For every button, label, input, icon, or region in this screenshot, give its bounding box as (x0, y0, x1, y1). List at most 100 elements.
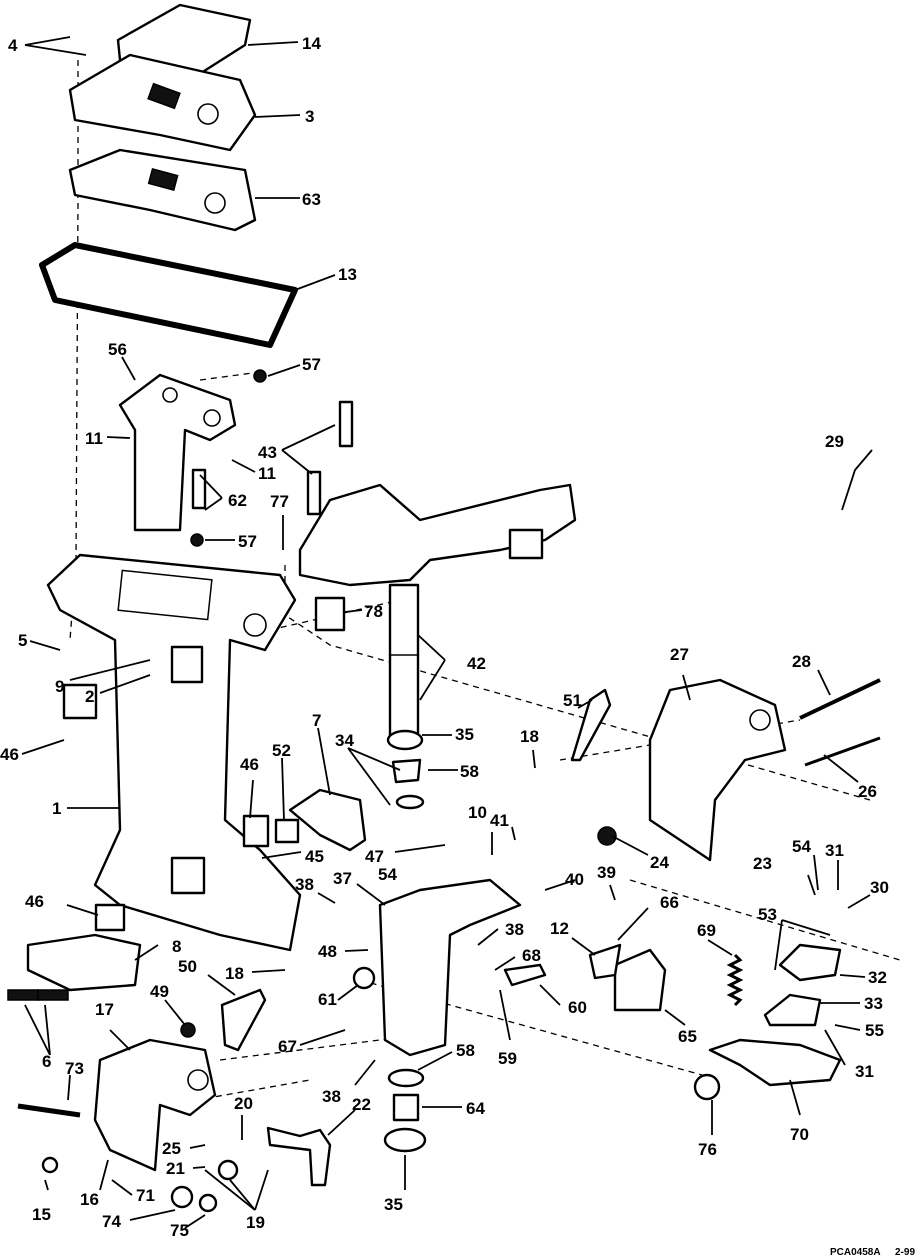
callout-53: 53 (758, 905, 777, 924)
bolt-6-b (37, 989, 69, 1001)
callout-65: 65 (678, 1027, 697, 1046)
exhaust-housing (46, 553, 302, 952)
callout-58-top: 58 (460, 762, 479, 781)
lever-51 (570, 688, 612, 762)
callout-48: 48 (318, 942, 337, 961)
bolt-28 (799, 678, 881, 720)
callout-59: 59 (498, 1049, 517, 1068)
callout-54-right: 54 (792, 837, 811, 856)
callout-17: 17 (95, 1000, 114, 1019)
callout-77: 77 (270, 492, 289, 511)
callout-60: 60 (568, 998, 587, 1017)
callout-74: 74 (102, 1212, 121, 1231)
mount-46-a (62, 683, 98, 720)
callout-2: 2 (85, 687, 94, 706)
callout-43: 43 (258, 443, 277, 462)
callout-40: 40 (565, 870, 584, 889)
mount-52 (274, 818, 300, 844)
callout-31-top: 31 (825, 841, 844, 860)
callout-62: 62 (228, 491, 247, 510)
rod-26 (804, 736, 881, 767)
callout-46-a: 46 (0, 745, 19, 764)
callout-16: 16 (80, 1190, 99, 1209)
callout-76: 76 (698, 1140, 717, 1159)
callout-41: 41 (490, 811, 509, 830)
callout-58-bottom: 58 (456, 1041, 475, 1060)
plate-gaskets-group (68, 3, 257, 232)
callout-34: 34 (335, 731, 354, 750)
clamp-screw-22 (266, 1126, 332, 1187)
callout-49: 49 (150, 982, 169, 1001)
mount-46-c (94, 903, 126, 932)
callout-46-c: 46 (25, 892, 44, 911)
callout-21: 21 (166, 1159, 185, 1178)
bolt-73 (17, 1103, 81, 1118)
washer-49 (180, 1022, 196, 1038)
callout-63: 63 (302, 190, 321, 209)
bracket-17-hole (187, 1069, 209, 1091)
callout-leaders (21, 36, 873, 1229)
callout-38-top: 38 (295, 875, 314, 894)
callout-32: 32 (868, 968, 887, 987)
tilt-support-70 (708, 1038, 842, 1087)
callout-55: 55 (865, 1021, 884, 1040)
nut-15 (41, 1156, 59, 1174)
callout-18-mid: 18 (225, 964, 244, 983)
pad-43-a (338, 400, 354, 448)
callout-6: 6 (42, 1052, 51, 1071)
washer-19 (217, 1159, 239, 1181)
callout-46-b: 46 (240, 755, 259, 774)
callout-labels: 4 14 3 63 13 56 57 11 43 11 62 77 57 78 … (0, 34, 889, 1240)
bushing-35-top (386, 729, 424, 751)
pad-43-b (306, 470, 322, 516)
link-12 (588, 943, 622, 980)
lever-50 (220, 988, 267, 1052)
callout-11-right: 11 (258, 464, 276, 483)
callout-11-left: 11 (85, 429, 103, 448)
callout-54-mid: 54 (378, 865, 397, 884)
washer-74 (170, 1185, 194, 1209)
callout-68: 68 (522, 946, 541, 965)
callout-37: 37 (333, 869, 352, 888)
callout-50: 50 (178, 957, 197, 976)
callout-38-bottom: 38 (322, 1087, 341, 1106)
bracket-33 (763, 993, 822, 1027)
callout-57-bottom: 57 (238, 532, 257, 551)
washer-57-top (253, 369, 267, 383)
callout-29: 29 (825, 432, 844, 451)
adapter-housing (118, 373, 237, 532)
mount-46-b (242, 814, 270, 848)
oring-58-top (395, 794, 425, 810)
callout-66: 66 (660, 893, 679, 912)
oring-58-bottom (387, 1068, 425, 1088)
tilt-lock-65 (613, 948, 667, 1012)
callout-52: 52 (272, 741, 291, 760)
callout-27: 27 (670, 645, 689, 664)
callout-67: 67 (278, 1037, 297, 1056)
callout-3: 3 (305, 107, 314, 126)
bracket-32 (778, 943, 842, 982)
callout-64: 64 (466, 1099, 485, 1118)
callout-25: 25 (162, 1139, 181, 1158)
callout-38-mid: 38 (505, 920, 524, 939)
callout-15: 15 (32, 1205, 51, 1224)
callout-18-top: 18 (520, 727, 539, 746)
callout-57-top: 57 (302, 355, 321, 374)
plug-76 (693, 1073, 721, 1101)
callout-24: 24 (650, 853, 669, 872)
callout-14: 14 (302, 34, 321, 53)
callout-28: 28 (792, 652, 811, 671)
callout-8: 8 (172, 937, 181, 956)
callout-35-bottom: 35 (384, 1195, 403, 1214)
callout-45: 45 (305, 847, 324, 866)
callout-1: 1 (52, 799, 61, 818)
callout-12: 12 (550, 919, 569, 938)
callout-10: 10 (468, 803, 487, 822)
callout-30: 30 (870, 878, 889, 897)
callout-70: 70 (790, 1125, 809, 1144)
drawing-code: PCA0458A (830, 1247, 881, 1258)
callout-13: 13 (338, 265, 357, 284)
callout-33: 33 (864, 994, 883, 1013)
spring-69 (726, 953, 744, 1007)
